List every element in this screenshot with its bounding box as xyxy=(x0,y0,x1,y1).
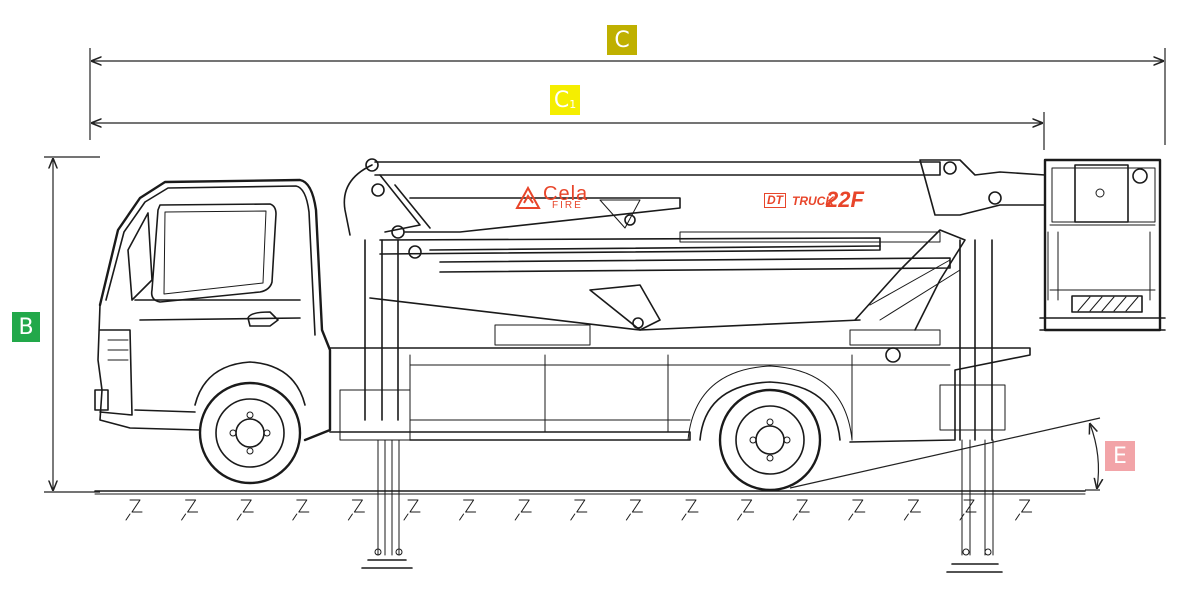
label-c1-subscript: 1 xyxy=(569,98,577,111)
rear-wheel xyxy=(718,388,822,492)
dimension-c-line xyxy=(89,48,1166,145)
ground-hatch-mark xyxy=(681,499,699,521)
ground-hatch-mark xyxy=(403,499,421,521)
dimension-b-line xyxy=(44,156,100,493)
dimension-e-angle xyxy=(789,417,1100,491)
triangle-flame-icon xyxy=(515,185,541,209)
ground-hatch-mark xyxy=(292,499,310,521)
rear-outrigger xyxy=(939,239,1006,573)
brand-model: 22F xyxy=(826,187,864,212)
ground-hatch-mark xyxy=(125,499,143,521)
dimension-label-e: E xyxy=(1105,441,1135,471)
dimension-c1-line xyxy=(92,112,1045,150)
brand-dt: DT xyxy=(764,193,786,208)
label-c-text: C xyxy=(614,27,630,53)
ground-hatch-mark xyxy=(625,499,643,521)
ground-hatch-mark xyxy=(347,499,365,521)
ground-hatch-mark xyxy=(459,499,477,521)
label-b-text: B xyxy=(18,314,34,340)
ground-hatch-mark xyxy=(903,499,921,521)
ground-line xyxy=(94,490,1086,495)
ground-hatch-mark xyxy=(792,499,810,521)
platform-basket xyxy=(1039,158,1166,332)
dimension-label-b: B xyxy=(12,312,40,342)
label-e-text: E xyxy=(1113,443,1127,469)
brand-truck: TRUCK xyxy=(792,194,834,208)
front-wheel xyxy=(198,381,302,485)
ground-hatch-mark xyxy=(236,499,254,521)
boom-assembly xyxy=(343,158,1046,363)
ground-hatch-mark xyxy=(737,499,755,521)
label-c1-text: C xyxy=(553,87,570,113)
dimension-label-c: C xyxy=(607,25,637,55)
truck-cab xyxy=(94,178,332,442)
ground-hatch xyxy=(125,499,1033,521)
truck-body xyxy=(329,347,1031,443)
ground-hatch-mark xyxy=(181,499,199,521)
brand-cela: Cela xyxy=(543,183,589,205)
front-outrigger xyxy=(339,239,413,569)
brand-fire: FIRE xyxy=(552,200,583,211)
ground-hatch-mark xyxy=(848,499,866,521)
ground-hatch-mark xyxy=(514,499,532,521)
ground-hatch-mark xyxy=(570,499,588,521)
ground-hatch-mark xyxy=(1015,499,1033,521)
